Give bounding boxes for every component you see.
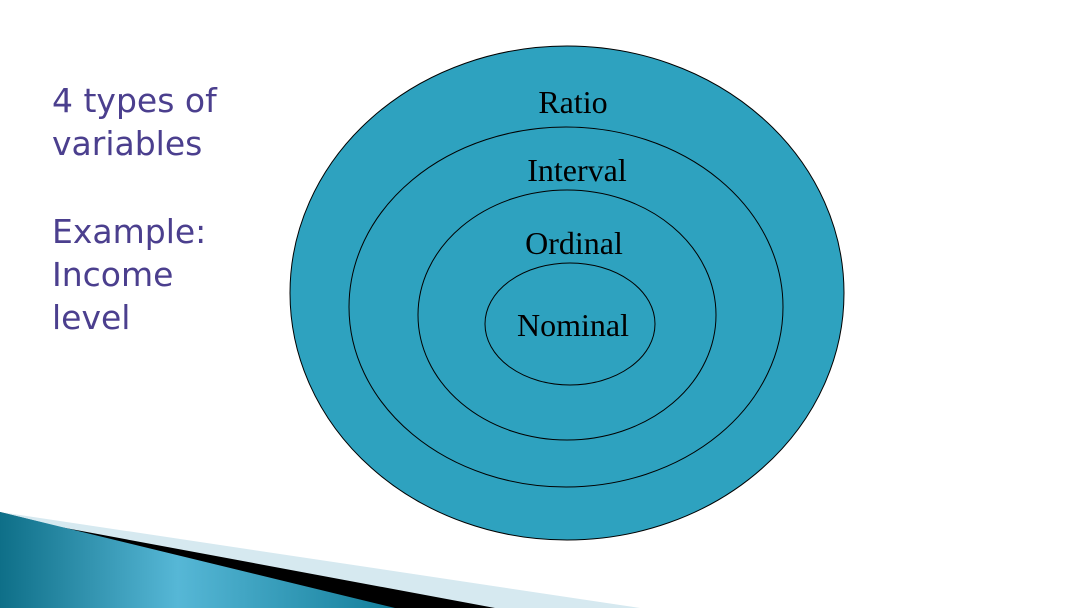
slide-title: 4 types of variables — [52, 79, 217, 165]
corner-decoration — [0, 512, 640, 608]
teal-swoosh — [0, 512, 395, 608]
title-line: variables — [52, 124, 203, 163]
example-line: level — [52, 298, 131, 337]
ordinal-label: Ordinal — [525, 225, 623, 261]
nominal-label: Nominal — [517, 307, 629, 343]
nested-ellipses-diagram: Ratio Interval Ordinal Nominal — [289, 45, 845, 541]
example-line: Example: — [52, 212, 207, 251]
ratio-label: Ratio — [538, 84, 607, 120]
interval-label: Interval — [527, 152, 627, 188]
example-line: Income — [52, 255, 174, 294]
example-text: Example: Income level — [52, 210, 206, 339]
nominal-ellipse — [484, 262, 656, 386]
title-line: 4 types of — [52, 81, 217, 120]
